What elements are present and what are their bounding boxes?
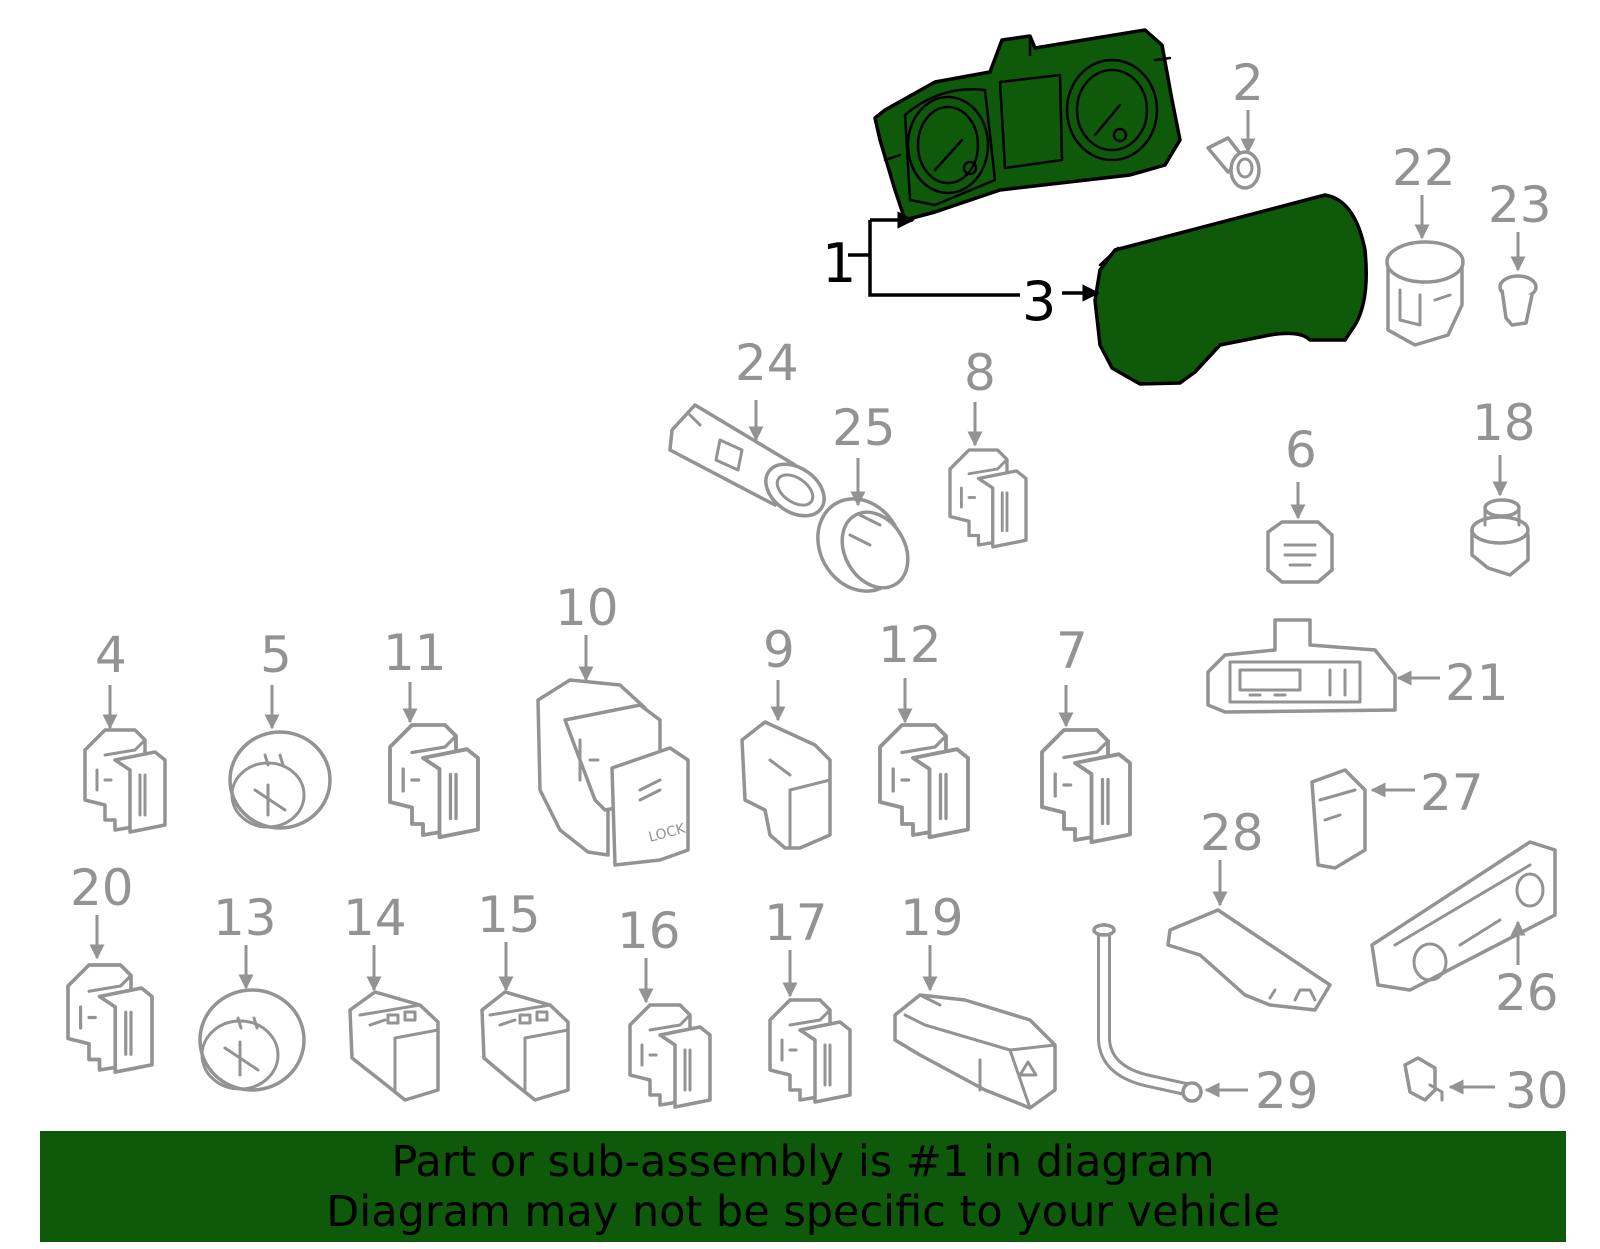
callout-labels: 1 2 3 4 5 6 7 8 9 10 11 12 13 14 15 16 1… (70, 54, 1569, 1120)
callout-13: 13 (213, 889, 277, 947)
cluster-lens[interactable] (1093, 193, 1368, 386)
cable-29[interactable] (1092, 923, 1248, 1103)
callout-23: 23 (1488, 176, 1552, 234)
callout-25: 25 (832, 399, 896, 457)
callout-10: 10 (555, 579, 619, 637)
cap-22[interactable] (1385, 195, 1465, 347)
callout-29: 29 (1255, 1062, 1319, 1120)
leader-1-3 (848, 211, 1100, 302)
bracket-28[interactable] (1166, 860, 1332, 1012)
switch-19[interactable] (893, 945, 1057, 1110)
knob-13[interactable] (198, 945, 306, 1092)
callout-7: 7 (1056, 622, 1088, 680)
switch-17[interactable] (768, 950, 852, 1104)
switch-16[interactable] (628, 958, 712, 1109)
clip-23[interactable] (1498, 232, 1538, 327)
switch-12[interactable] (878, 678, 970, 840)
switch-8[interactable] (948, 402, 1028, 549)
callout-19: 19 (900, 889, 964, 947)
power-socket[interactable] (668, 400, 834, 526)
callout-17: 17 (764, 894, 828, 952)
switch-4[interactable] (83, 685, 167, 834)
switch-15[interactable] (480, 942, 570, 1102)
callout-16: 16 (617, 902, 681, 960)
callout-21: 21 (1445, 654, 1509, 712)
callout-5: 5 (260, 626, 292, 684)
footer-banner: Part or sub-assembly is #1 in diagram Di… (40, 1131, 1566, 1242)
callout-2: 2 (1232, 54, 1264, 112)
callout-27: 27 (1420, 764, 1484, 822)
climate-panel-26[interactable] (1370, 840, 1557, 992)
switch-18[interactable] (1470, 455, 1530, 577)
callout-9: 9 (763, 621, 795, 679)
switch-9[interactable] (740, 680, 832, 850)
footer-line-2: Diagram may not be specific to your vehi… (326, 1187, 1280, 1237)
connector-6[interactable] (1266, 482, 1334, 584)
callout-24: 24 (735, 334, 799, 392)
callout-3: 3 (1022, 270, 1056, 333)
callout-6: 6 (1285, 421, 1317, 479)
callout-11: 11 (383, 624, 447, 682)
callout-15: 15 (477, 886, 541, 944)
switch-14[interactable] (348, 945, 440, 1102)
callout-8: 8 (964, 344, 996, 402)
callout-18: 18 (1472, 394, 1536, 452)
switch-10[interactable]: LOCK (536, 635, 690, 867)
knob-25[interactable] (801, 458, 921, 607)
switch-20[interactable] (66, 915, 154, 1074)
switch-11[interactable] (388, 682, 480, 840)
sensor-27[interactable] (1310, 768, 1415, 870)
control-module-21[interactable] (1206, 618, 1440, 714)
clip-30[interactable] (1403, 1056, 1495, 1102)
callout-14: 14 (343, 889, 407, 947)
callout-20: 20 (70, 859, 134, 917)
callout-26: 26 (1495, 964, 1559, 1022)
instrument-cluster[interactable] (873, 28, 1182, 222)
callout-28: 28 (1200, 804, 1264, 862)
callout-12: 12 (878, 616, 942, 674)
callout-1: 1 (822, 232, 856, 295)
callout-4: 4 (95, 626, 127, 684)
knob-5[interactable] (228, 685, 332, 830)
callout-22: 22 (1392, 139, 1456, 197)
footer-line-1: Part or sub-assembly is #1 in diagram (391, 1137, 1215, 1187)
screw[interactable] (1206, 110, 1261, 190)
callout-30: 30 (1505, 1062, 1569, 1120)
switch-7[interactable] (1040, 685, 1132, 845)
